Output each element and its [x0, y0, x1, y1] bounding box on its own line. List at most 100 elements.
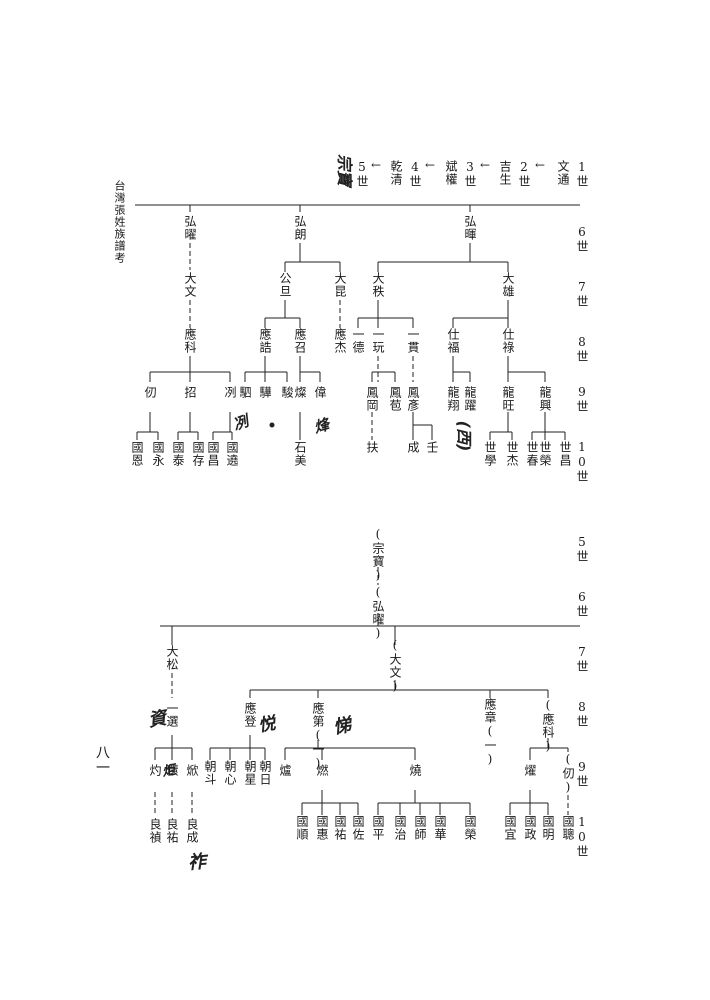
person-name: 良禎	[148, 818, 162, 844]
ink-mark	[269, 422, 275, 428]
person-name: 燿	[523, 764, 537, 777]
person-name: 國榮	[463, 815, 477, 841]
person-name: 國華	[433, 815, 447, 841]
left-arrow-icon: ←	[480, 158, 491, 172]
person-name: 國祐	[333, 815, 347, 841]
person-name: 國明	[541, 815, 555, 841]
person-name: 應召	[293, 328, 307, 354]
person-name: 弘曜	[183, 215, 197, 241]
ancestor-name: 乾清	[389, 160, 403, 186]
person-name: 國政	[523, 815, 537, 841]
generation-label: 8世	[575, 335, 589, 363]
person-name: 燒	[408, 764, 422, 777]
person-name: 國存	[191, 441, 205, 467]
handwritten-annotation: 祚	[187, 851, 208, 874]
person-name: 驊	[258, 386, 272, 399]
person-name: 弘朗	[293, 215, 307, 241]
person-name: 龍興	[538, 386, 552, 412]
person-name: 一德	[351, 328, 365, 354]
generation-label: 5世	[355, 160, 369, 188]
generation-label: 5世	[575, 535, 589, 563]
person-name: 燦	[293, 386, 307, 399]
person-name: 良祐	[165, 818, 179, 844]
person-name: 國恩	[130, 441, 144, 467]
handwritten-annotation: (西)	[454, 420, 474, 452]
person-name: 冽	[223, 386, 237, 399]
person-name: 大文	[183, 272, 197, 298]
person-name: 世杰	[505, 441, 519, 467]
person-name: 朝斗	[203, 760, 217, 786]
person-name: 鳳彥	[406, 386, 420, 412]
person-name: 國佐	[351, 815, 365, 841]
person-name: 焮	[185, 764, 199, 777]
person-name: 國永	[151, 441, 165, 467]
person-name: 鳳苞	[388, 386, 402, 412]
ancestor-name: 斌權	[444, 160, 458, 186]
ancestor-name: 文通	[556, 160, 570, 186]
person-name: 駟	[238, 386, 252, 399]
ancestor-name: 吉生	[498, 160, 512, 186]
person-name: 石美	[293, 441, 307, 467]
person-name: 燃	[315, 764, 329, 777]
person-name: 成	[406, 441, 420, 454]
person-name: 爐	[278, 764, 292, 777]
person-name: 仞	[143, 386, 157, 399]
person-name: 世學	[483, 441, 497, 467]
running-header: 台灣張姓族譜考	[113, 180, 126, 264]
person-name: (應科)	[541, 698, 555, 754]
person-name: 國治	[393, 815, 407, 841]
person-name: 應誥	[258, 328, 272, 354]
person-name: 偉	[313, 386, 327, 399]
person-name: 招	[183, 386, 197, 399]
left-arrow-icon: ←	[535, 158, 546, 172]
person-name: 公旦	[278, 272, 292, 298]
generation-label: 9世	[575, 760, 589, 788]
handwritten-annotation: 宗寶	[335, 153, 355, 187]
person-name: 世昌	[558, 441, 572, 467]
person-name: 龍翔	[446, 386, 460, 412]
person-name: 一玩	[371, 328, 385, 354]
person-name: 仕祿	[501, 328, 515, 354]
person-name: 大昆	[333, 272, 347, 298]
person-name: (仞)	[561, 752, 575, 795]
person-name: 國泰	[171, 441, 185, 467]
person-name: 鳳岡	[365, 386, 379, 412]
person-name: 仕福	[446, 328, 460, 354]
person-name: 應科	[183, 328, 197, 354]
generation-label: 10世	[575, 815, 589, 858]
page-number: 八一	[94, 745, 110, 775]
generation-label: 8世	[575, 700, 589, 728]
person-name: 國順	[295, 815, 309, 841]
person-name: 弘暉	[463, 215, 477, 241]
generation-label: 7世	[575, 645, 589, 673]
person-name: 龍躍	[463, 386, 477, 412]
generation-label: 1世	[575, 160, 589, 188]
person-name: (大文)	[388, 638, 402, 694]
generation-label: 6世	[575, 225, 589, 253]
person-name: 世春	[525, 441, 539, 467]
person-name: 應登	[243, 702, 257, 728]
person-name: 一貫	[406, 328, 420, 354]
person-name: 駿	[280, 386, 294, 399]
person-name: 一選	[165, 702, 179, 728]
person-name: 良成	[185, 818, 199, 844]
person-name: 環	[165, 764, 179, 777]
person-name: 國惠	[315, 815, 329, 841]
generation-label: 4世	[408, 160, 422, 188]
person-name: 朝心	[223, 760, 237, 786]
person-name: 國聰	[561, 815, 575, 841]
generation-label: 2世	[517, 160, 531, 188]
person-name: 灼	[148, 764, 162, 777]
person-name: 應章(一)	[483, 698, 497, 767]
person-name: 國昌	[206, 441, 220, 467]
person-name: 大秩	[371, 272, 385, 298]
person-name: 朝星	[243, 760, 257, 786]
person-name: 國師	[413, 815, 427, 841]
person-name: 朝日	[258, 760, 272, 786]
person-name: 大雄	[501, 272, 515, 298]
generation-label: 6世	[575, 590, 589, 618]
person-name: 世榮	[538, 441, 552, 467]
person-name: 應杰	[333, 328, 347, 354]
